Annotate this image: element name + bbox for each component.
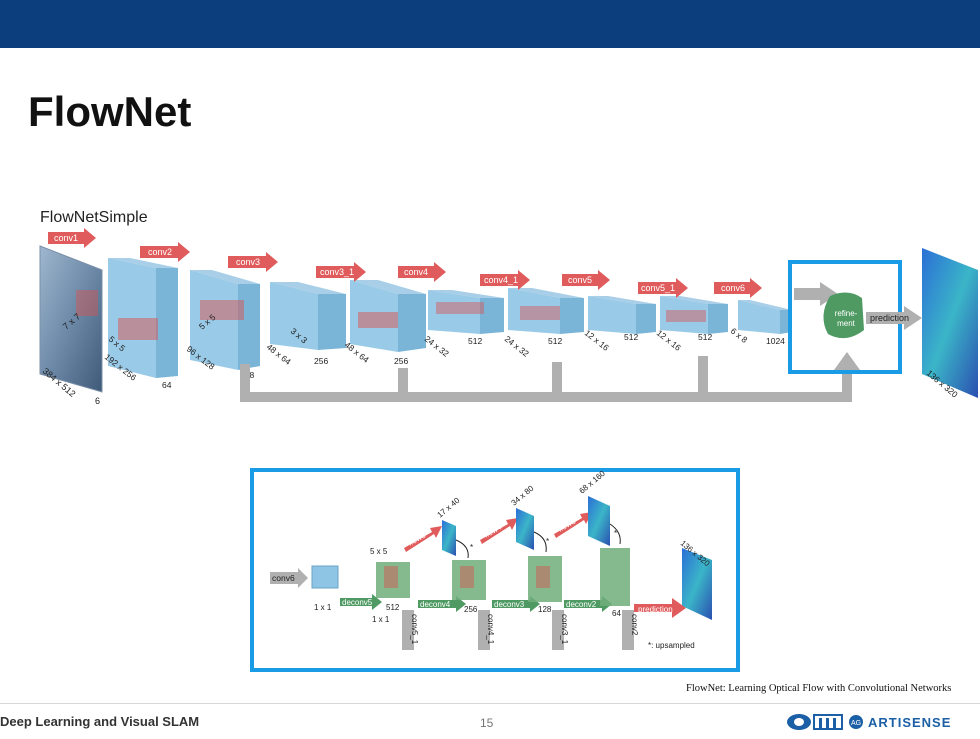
upsample-mark-3: * (614, 529, 617, 538)
layer-label-conv6: conv6 (721, 283, 745, 293)
flow-dims-5: 17 x 40 (436, 495, 462, 519)
channel-label-7: 512 (624, 332, 638, 342)
prediction-arrow (866, 306, 922, 330)
conv6-arrow (270, 568, 308, 588)
layer-label-conv3: conv3 (236, 257, 260, 267)
skip-label-conv2: conv2 (630, 614, 639, 636)
layer-label-conv5: conv5 (568, 275, 592, 285)
flow-label-5: flow5 (407, 530, 428, 547)
skip-connections (240, 352, 860, 402)
channel-label-4: 256 (394, 356, 408, 366)
refinement-module (823, 292, 864, 339)
inset-dims-b: 1 x 1 (372, 615, 390, 624)
to-refinement-arrow (794, 282, 838, 306)
header-bar (0, 0, 980, 48)
skip-label-conv3_1: conv3_1 (560, 614, 569, 645)
conv-block-1 (108, 258, 178, 378)
inset-prediction-label: prediction (638, 605, 673, 614)
deconv-label-3: deconv3 (494, 600, 525, 609)
course-title: Deep Learning and Visual SLAM (0, 714, 200, 729)
inset-prediction-arrow (634, 598, 686, 618)
upsample-mark-2: * (546, 537, 549, 546)
flow-arrows: flow5 flow4 flow3 (404, 512, 592, 552)
flow-label-4: flow4 (483, 522, 504, 539)
conv6-label: conv6 (272, 573, 295, 583)
layer-label-conv5_1: conv5_1 (641, 283, 675, 293)
conv-block-2 (190, 270, 260, 370)
layer-label-conv2: conv2 (148, 247, 172, 257)
skip-label-conv4_1: conv4_1 (486, 614, 495, 645)
flow-dims-3: 68 x 160 (578, 469, 608, 496)
layer-label-conv4_1: conv4_1 (484, 275, 518, 285)
refinement-label-2: ment (837, 319, 856, 328)
deconv-label-5: deconv5 (342, 598, 373, 607)
artisense-logo-text: ARTISENSE (868, 714, 952, 730)
inset-kernel: 5 x 5 (370, 547, 388, 556)
conv1-kernel (76, 290, 98, 316)
prediction-label: prediction (870, 313, 909, 323)
deconv-channel-5: 512 (386, 603, 400, 612)
channel-label-9: 1024 (766, 336, 785, 346)
skip-label-conv5_1: conv5_1 (410, 614, 419, 645)
channel-label-6: 512 (548, 336, 562, 346)
inset-dims-a: 1 x 1 (314, 603, 332, 612)
layer-label-conv1: conv1 (54, 233, 78, 243)
refinement-label-1: refine- (835, 309, 858, 318)
deconv-label-4: deconv4 (420, 600, 451, 609)
layer-label-conv3_1: conv3_1 (320, 267, 354, 277)
upsample-arrows (455, 523, 621, 559)
flow-dims-4: 34 x 80 (510, 483, 536, 507)
layer-label-conv4: conv4 (404, 267, 428, 277)
output-flow-map (922, 248, 978, 398)
channel-label-5: 512 (468, 336, 482, 346)
input-channels: 6 (95, 396, 100, 406)
spatial-label-6: 24 x 32 (503, 334, 531, 359)
upsample-mark-1: * (470, 543, 473, 552)
channel-label-3: 256 (314, 356, 328, 366)
slide-title: FlowNet (28, 88, 192, 135)
deconv-blocks (376, 548, 630, 606)
svg-text:AG: AG (851, 720, 861, 727)
deconv-channel-3: 128 (538, 605, 552, 614)
conv-block-6 (508, 288, 584, 334)
input-image (39, 245, 103, 393)
deconv-channel-4: 256 (464, 605, 478, 614)
conv-block-5 (428, 290, 504, 334)
page-number: 15 (480, 716, 494, 730)
tum-logo-icon (787, 714, 843, 730)
diagram-heading: FlowNetSimple (40, 209, 148, 226)
spatial-label-5: 24 x 32 (423, 334, 451, 359)
refinement-detail-panel (250, 468, 740, 672)
footer-logo: AG ARTISENSE (786, 711, 951, 733)
upsample-legend: *: upsampled (648, 641, 695, 650)
citation: FlowNet: Learning Optical Flow with Conv… (686, 683, 952, 694)
conv-block-3 (270, 282, 346, 350)
conv-block-7 (588, 296, 656, 334)
flow-label-3: flow3 (557, 516, 578, 533)
conv-block-9 (738, 300, 792, 334)
conv-block-4 (350, 280, 426, 352)
channel-label-8: 512 (698, 332, 712, 342)
inset-skip-inputs (402, 610, 634, 650)
ag-badge-icon: AG (849, 715, 863, 729)
conv-arrows: conv1 conv2 conv3 conv3_1 conv4 conv4_1 … (48, 228, 762, 298)
flow-maps (442, 496, 712, 620)
conv6-block (311, 565, 339, 589)
conv-block-8 (660, 296, 728, 334)
footer-divider (0, 703, 980, 704)
deconv-channel-2: 64 (612, 609, 621, 618)
deconv-label-2: deconv2 (566, 600, 597, 609)
channel-label-1: 64 (162, 380, 172, 390)
